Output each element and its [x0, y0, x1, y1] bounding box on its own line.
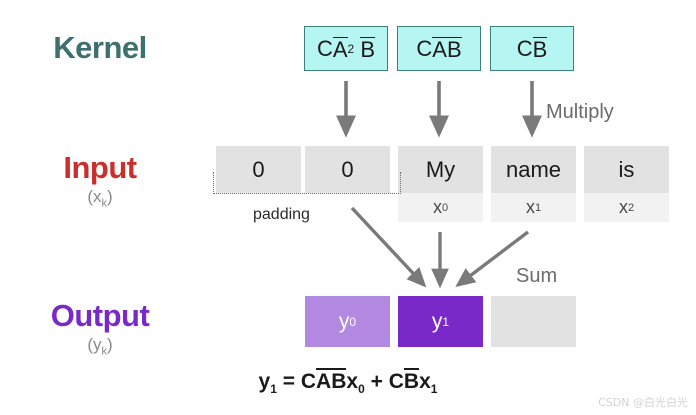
formula: y1 = CABx0 + CBx1	[258, 368, 438, 397]
kernel-term-a-bar: A	[332, 36, 348, 62]
formula-term2-b-bar: B	[403, 368, 420, 393]
input-cell-value: is	[618, 156, 635, 182]
formula-lhs: y	[258, 370, 271, 393]
input-cell-value: 0	[341, 156, 354, 182]
input-cell-value: My	[425, 156, 456, 182]
formula-term2-c: C	[388, 370, 404, 393]
input-cell-value: 0	[252, 156, 265, 182]
kernel-term-b-bar: B	[360, 36, 376, 62]
output-cell-label: y	[431, 309, 443, 333]
padding-bracket	[213, 172, 401, 194]
row-label-kernel: Kernel	[0, 32, 200, 63]
formula-term1-b-bar: B	[331, 368, 347, 393]
input-cell-0[interactable]: 0	[216, 146, 301, 193]
kernel-term-a-bar: A	[432, 36, 447, 62]
formula-equals: =	[282, 370, 296, 393]
formula-term1-x: x	[346, 370, 359, 393]
formula-plus: +	[370, 370, 383, 393]
input-cell-4[interactable]: is	[584, 146, 669, 193]
kernel-term-b-bar: B	[446, 36, 462, 62]
row-label-input: Input (xk)	[0, 152, 200, 209]
output-label-subtitle: (yk)	[87, 335, 113, 358]
formula-term1-c: C	[300, 370, 317, 393]
input-cell-value: name	[505, 156, 562, 182]
kernel-term-a-exponent: 2	[347, 41, 355, 56]
multiply-label: Multiply	[546, 101, 614, 123]
output-label-title: Output	[50, 298, 150, 333]
input-label-title: Input	[63, 150, 137, 185]
input-cell-2[interactable]: My	[398, 146, 483, 193]
input-cell-3[interactable]: name	[491, 146, 576, 193]
kernel-term-c: C	[416, 35, 433, 61]
watermark: CSDN @白光白光	[598, 396, 688, 409]
kernel-label-title: Kernel	[53, 30, 147, 65]
kernel-term-c: C	[316, 35, 333, 61]
output-cell-2[interactable]	[491, 296, 576, 347]
formula-term1-a-bar: A	[316, 368, 332, 393]
kernel-term-b-bar: B	[532, 36, 548, 62]
formula-term2-x: x	[419, 370, 431, 393]
input-cell-1[interactable]: 0	[305, 146, 390, 193]
kernel-term-c: C	[516, 35, 533, 61]
row-label-output: Output (yk)	[0, 300, 200, 357]
input-label-subtitle: (xk)	[87, 187, 113, 210]
output-cell-label: y	[338, 309, 350, 333]
sum-label: Sum	[516, 265, 558, 287]
padding-label: padding	[253, 206, 310, 223]
